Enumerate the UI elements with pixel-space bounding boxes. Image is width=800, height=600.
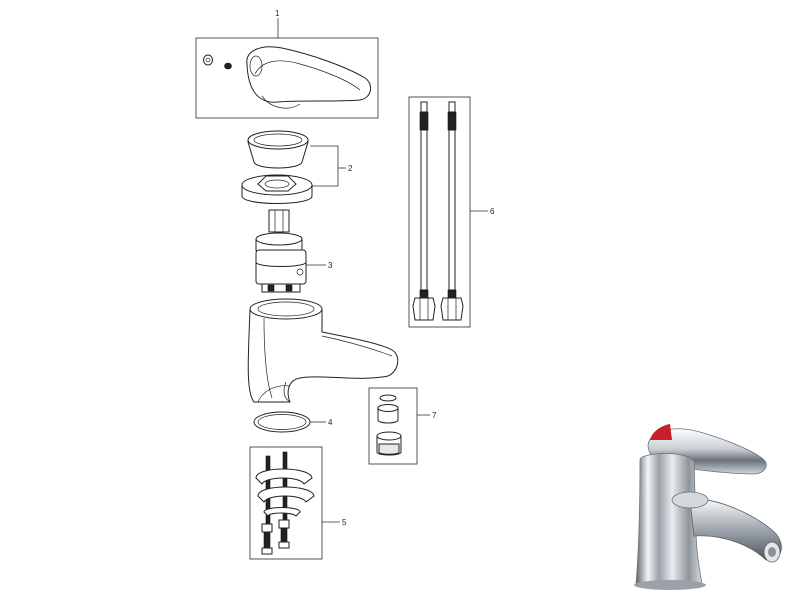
callout-6: 6 bbox=[490, 207, 495, 216]
lever-handle-icon bbox=[246, 46, 372, 109]
cover-cap-icon bbox=[247, 130, 309, 169]
cartridge-icon bbox=[255, 209, 307, 293]
o-ring-icon bbox=[253, 411, 311, 433]
callout-7: 7 bbox=[432, 411, 437, 420]
hose-left-icon bbox=[412, 101, 436, 321]
cap-and-nut-assembly: 2 bbox=[241, 130, 353, 204]
callout-3: 3 bbox=[328, 261, 333, 270]
hot-indicator-icon bbox=[650, 424, 672, 440]
callout-2: 2 bbox=[348, 164, 353, 173]
aerator-box bbox=[368, 387, 418, 465]
flexible-hoses-assembly: 6 bbox=[408, 96, 495, 328]
hose-right-icon bbox=[440, 101, 464, 321]
hoses-box bbox=[408, 96, 471, 328]
threaded-studs-icon bbox=[255, 451, 315, 555]
handle-screw-cap-icon bbox=[203, 54, 213, 66]
callout-5: 5 bbox=[342, 518, 347, 527]
fixing-kit-box bbox=[249, 446, 323, 560]
callout-4: 4 bbox=[328, 418, 333, 427]
aerator-icon bbox=[376, 394, 402, 456]
cartridge-assembly: 3 bbox=[255, 209, 333, 293]
fixing-kit-assembly: 5 bbox=[249, 446, 347, 560]
tap-body-icon bbox=[247, 298, 399, 403]
o-ring-assembly: 4 bbox=[253, 411, 333, 433]
aerator-assembly: 7 bbox=[368, 387, 437, 465]
callout-1: 1 bbox=[275, 9, 280, 18]
handle-assembly: 1 bbox=[195, 9, 379, 119]
product-photo-tap bbox=[634, 424, 782, 590]
locking-nut-icon bbox=[241, 174, 313, 204]
grub-screw-icon bbox=[224, 62, 232, 70]
handle-box bbox=[195, 37, 379, 119]
